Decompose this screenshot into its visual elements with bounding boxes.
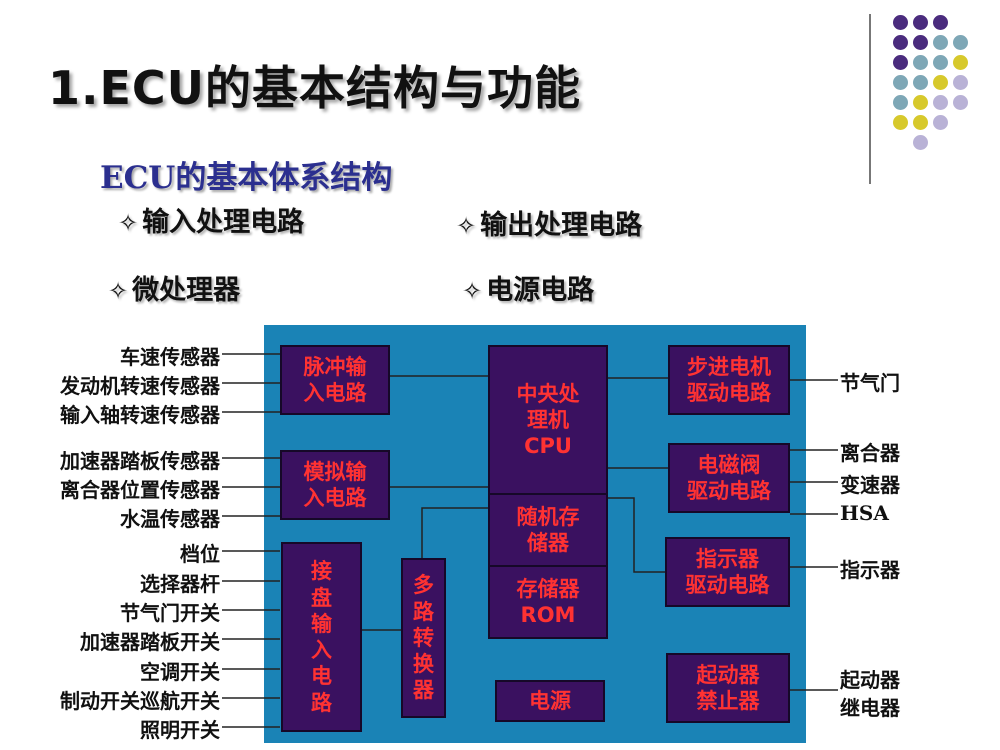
decorative-dot xyxy=(953,95,968,110)
decorative-dot xyxy=(893,35,908,50)
decorative-dot xyxy=(893,55,908,70)
actuator-label: 起动器 xyxy=(840,668,900,692)
decorative-dot xyxy=(913,95,928,110)
rom-box: 存储器 ROM xyxy=(488,565,608,639)
decorative-dot xyxy=(933,115,948,130)
decorative-dot xyxy=(953,35,968,50)
sensor-label: 车速传感器 xyxy=(120,345,220,369)
sensor-label: 加速器踏板传感器 xyxy=(60,449,220,473)
actuator-label: 节气门 xyxy=(840,371,900,395)
bullet-item: ✧输入处理电路 xyxy=(118,207,305,238)
actuator-label: 指示器 xyxy=(840,558,900,582)
switch-label: 空调开关 xyxy=(140,660,220,684)
diamond-bullet-icon: ✧ xyxy=(462,277,483,305)
sensor-label: 水温传感器 xyxy=(120,507,220,531)
decorative-dot xyxy=(913,115,928,130)
actuator-label: 离合器 xyxy=(840,441,900,465)
page-title: 1.ECU的基本结构与功能 xyxy=(48,61,582,115)
header-divider xyxy=(869,14,871,184)
page-subtitle: ECU的基本体系结构 xyxy=(100,160,393,196)
switch-label: 制动开关巡航开关 xyxy=(60,689,220,713)
decorative-dot xyxy=(913,55,928,70)
decorative-dot xyxy=(913,15,928,30)
power-supply-box: 电源 xyxy=(495,680,605,722)
actuator-label: 变速器 xyxy=(840,473,900,497)
bullet-item: ✧输出处理电路 xyxy=(456,210,643,241)
decorative-dot xyxy=(913,135,928,150)
switch-label: 加速器踏板开关 xyxy=(80,630,220,654)
decorative-dot xyxy=(933,55,948,70)
decorative-dot xyxy=(893,75,908,90)
decorative-dot xyxy=(933,35,948,50)
diamond-bullet-icon: ✧ xyxy=(118,209,139,237)
sensor-label: 输入轴转速传感器 xyxy=(60,403,220,427)
decorative-dot xyxy=(953,75,968,90)
stepper-motor-driver-box: 步进电机 驱动电路 xyxy=(668,345,790,415)
bullet-item: ✧微处理器 xyxy=(108,275,241,306)
actuator-label: HSA xyxy=(840,501,889,525)
diamond-bullet-icon: ✧ xyxy=(108,277,129,305)
decorative-dot xyxy=(933,15,948,30)
actuator-label: 继电器 xyxy=(840,696,900,720)
diamond-bullet-icon: ✧ xyxy=(456,212,477,240)
sensor-label: 离合器位置传感器 xyxy=(60,478,220,502)
switch-input-circuit-box: 接 盘 输 入 电 路 xyxy=(281,542,362,732)
switch-label: 照明开关 xyxy=(140,718,220,742)
decorative-dot xyxy=(933,95,948,110)
decorative-dot xyxy=(933,75,948,90)
indicator-driver-box: 指示器 驱动电路 xyxy=(665,537,790,607)
decorative-dot xyxy=(953,55,968,70)
starter-inhibitor-box: 起动器 禁止器 xyxy=(666,653,790,723)
ram-box: 随机存 储器 xyxy=(488,493,608,567)
bullet-item: ✧电源电路 xyxy=(462,275,595,306)
switch-label: 档位 xyxy=(180,542,220,566)
analog-input-circuit-box: 模拟输 入电路 xyxy=(280,450,390,520)
decorative-dot xyxy=(893,95,908,110)
multiplexer-box: 多 路 转 换 器 xyxy=(401,558,446,718)
sensor-label: 发动机转速传感器 xyxy=(60,374,220,398)
solenoid-valve-driver-box: 电磁阀 驱动电路 xyxy=(668,443,790,513)
decorative-dot xyxy=(913,75,928,90)
decorative-dot xyxy=(913,35,928,50)
switch-label: 选择器杆 xyxy=(140,572,220,596)
cpu-box: 中央处 理机 CPU xyxy=(488,345,608,495)
switch-label: 节气门开关 xyxy=(120,601,220,625)
pulse-input-circuit-box: 脉冲输 入电路 xyxy=(280,345,390,415)
decorative-dot xyxy=(893,115,908,130)
decorative-dot xyxy=(893,15,908,30)
